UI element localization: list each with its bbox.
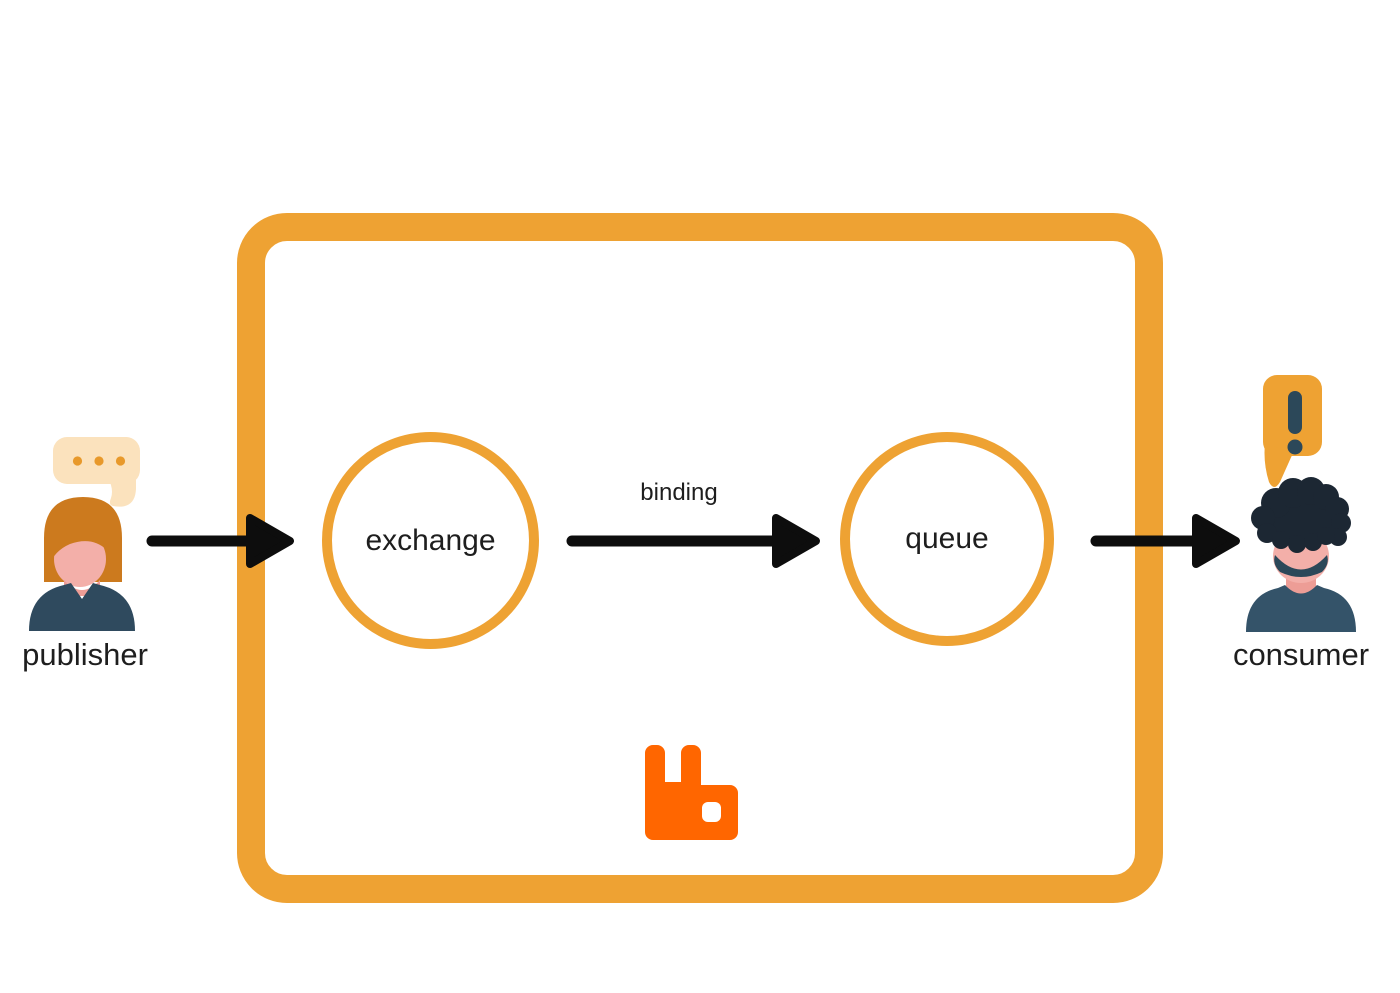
broker-boundary-box	[237, 213, 1163, 903]
curly-hair	[1251, 477, 1351, 553]
consumer-label: consumer	[1232, 637, 1370, 672]
speech-bubble-dots-icon	[53, 437, 140, 507]
exchange-node: exchange	[322, 432, 539, 649]
rabbitmq-logo-icon	[645, 745, 738, 840]
consume-arrow-icon	[1090, 514, 1240, 568]
binding-arrow-icon	[566, 514, 820, 568]
publish-arrow-icon	[146, 514, 294, 568]
queue-node: queue	[840, 432, 1054, 646]
publisher-person-icon	[29, 437, 140, 631]
binding-label: binding	[640, 479, 718, 506]
queue-label: queue	[905, 522, 989, 555]
exchange-label: exchange	[365, 523, 496, 557]
consumer-person-icon	[1246, 375, 1356, 632]
beard	[1274, 555, 1328, 577]
publisher-label: publisher	[22, 637, 148, 672]
exclamation-bubble-icon	[1263, 375, 1322, 487]
